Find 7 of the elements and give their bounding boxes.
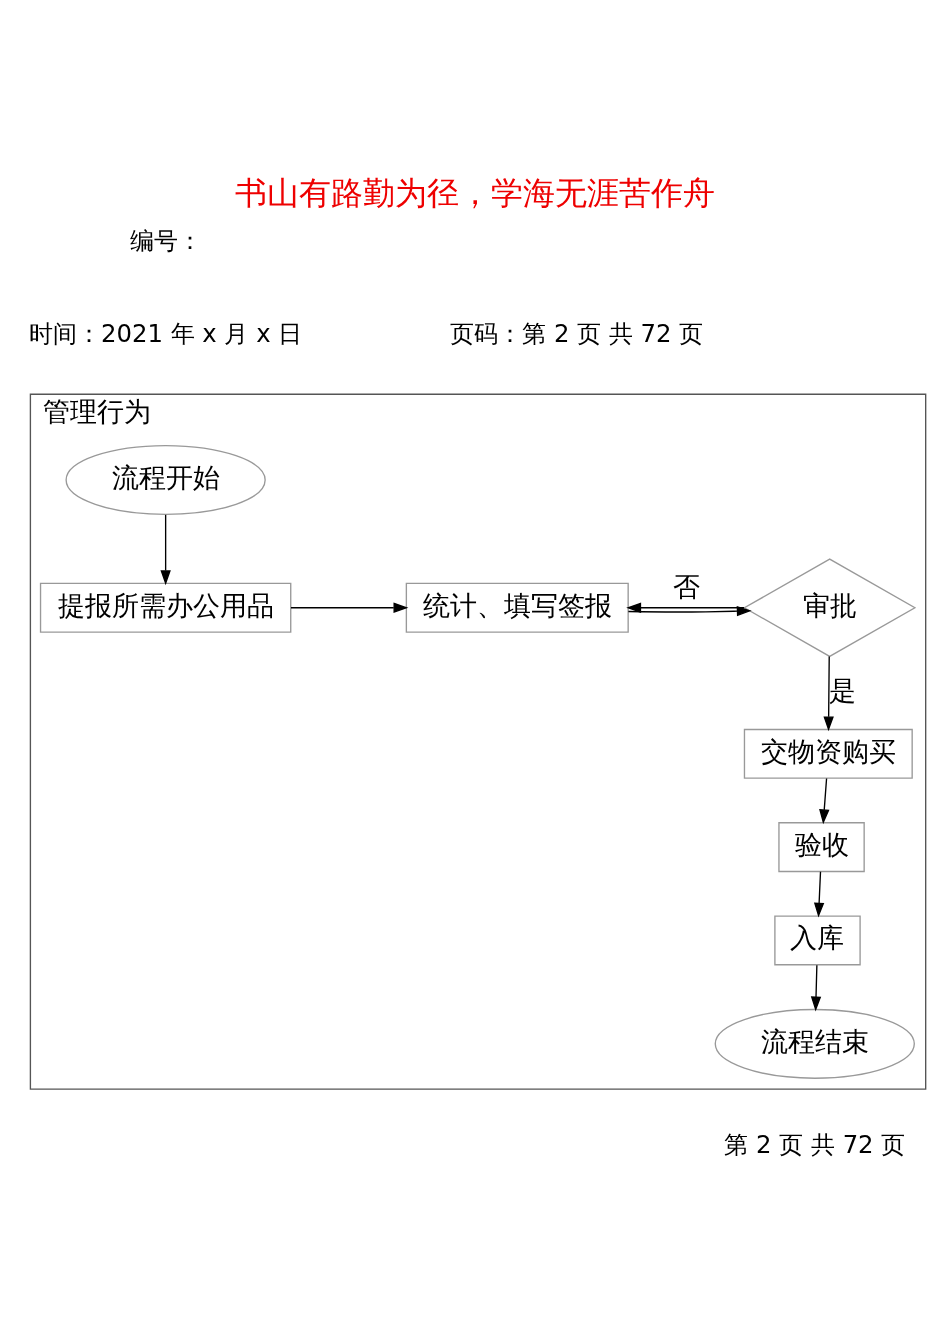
label: 第 2 页 共 72 页 xyxy=(724,1130,906,1160)
edge-label: 否 xyxy=(672,570,700,602)
edge-label: 是 xyxy=(829,674,857,706)
label: 页码：第 2 页 共 72 页 xyxy=(450,319,704,348)
diagram-title: 书山有路勤为径，学海无涯苦作舟 xyxy=(235,173,715,212)
label: 时间：2021 年 x 月 x 日 xyxy=(28,319,303,348)
label: 编号： xyxy=(129,225,202,255)
